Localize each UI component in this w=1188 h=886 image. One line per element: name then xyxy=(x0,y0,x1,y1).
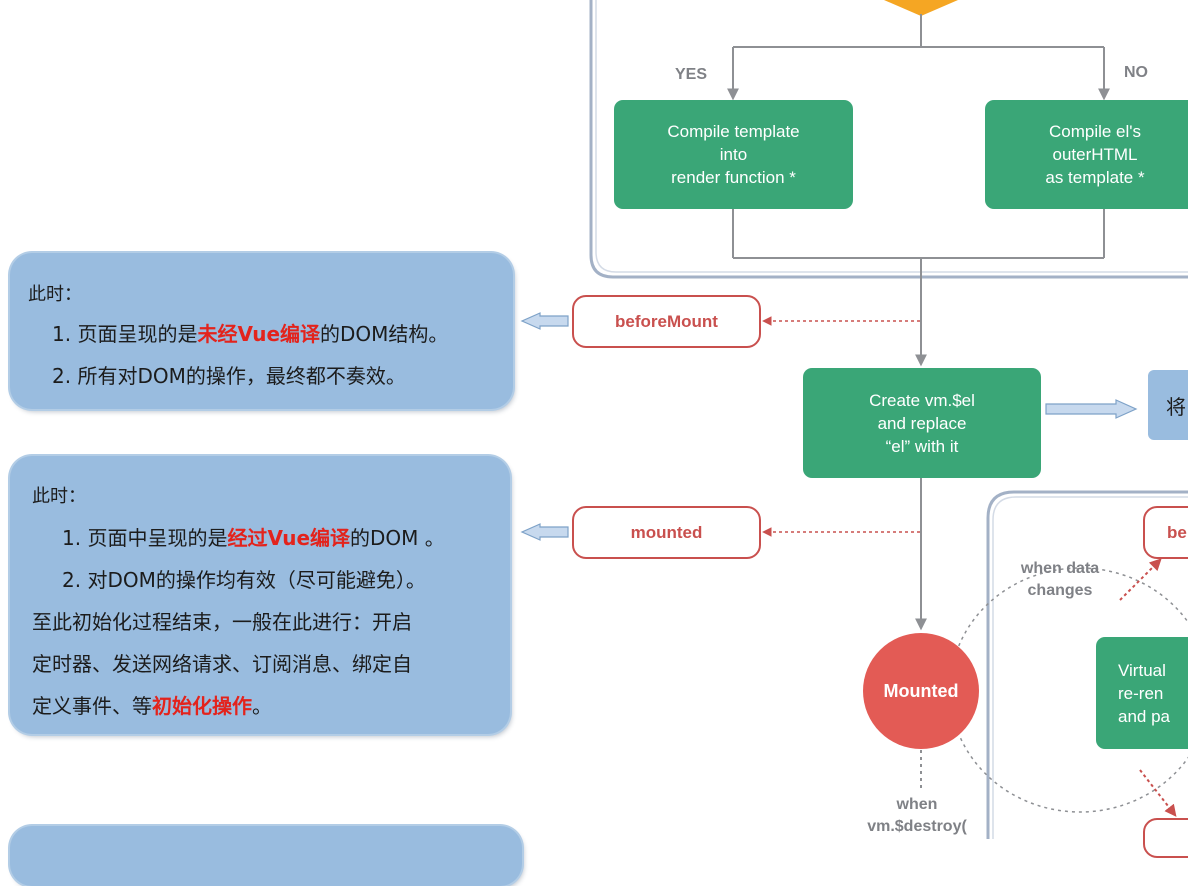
mounted-state-circle: Mounted xyxy=(863,633,979,749)
template-decision-diamond xyxy=(884,0,958,16)
note-line: 1. 页面中呈现的是经过Vue编译的DOM 。 xyxy=(62,522,445,551)
note-line: 1. 页面呈现的是未经Vue编译的DOM结构。 xyxy=(52,318,448,347)
no-label: NO xyxy=(1124,64,1148,81)
note-line-text: 1. 页面中呈现的是 xyxy=(62,526,228,550)
mounted-note-card: 此时： 1. 页面中呈现的是经过Vue编译的DOM 。 2. 对DOM的操作均有… xyxy=(10,456,510,734)
note-heading: 此时： xyxy=(32,486,86,507)
when-data-changes-line: changes xyxy=(1027,582,1093,599)
mounted-hook: mounted xyxy=(572,506,761,559)
virtual-dom-line: Virtual xyxy=(1118,660,1166,680)
note-emphasis: 经过Vue编译 xyxy=(227,526,351,550)
note-line-text: 的DOM结构。 xyxy=(320,322,449,346)
note-line-text: 。 xyxy=(252,694,272,718)
note-heading: 此时： xyxy=(28,284,82,305)
update-cycle-arc xyxy=(949,567,1188,813)
compile-template-line: into xyxy=(719,145,748,164)
before-update-hook: be xyxy=(1143,506,1188,559)
flow-connectors xyxy=(520,0,1188,839)
when-destroy-line: when xyxy=(896,796,938,813)
before-mount-note-card: 此时： 1. 页面呈现的是未经Vue编译的DOM结构。 2. 所有对DOM的操作… xyxy=(10,253,513,409)
note-line: 2. 所有对DOM的操作，最终都不奏效。 xyxy=(52,364,406,388)
compile-el-line: as template * xyxy=(1045,168,1145,187)
yes-label: YES xyxy=(675,66,708,83)
update-cycle-frame xyxy=(986,490,1188,839)
create-el-arrow xyxy=(1045,399,1138,419)
compile-template-line: render function * xyxy=(671,168,796,187)
compile-section-frame xyxy=(589,0,1188,279)
mounted-arrow xyxy=(520,523,569,541)
el-replace-note-box: 将 xyxy=(1148,370,1188,440)
before-mount-hook: beforeMount xyxy=(572,295,761,348)
note-line: 定时器、发送网络请求、订阅消息、绑定自 xyxy=(32,652,412,676)
note-line-text: 定义事件、等 xyxy=(32,694,152,718)
compile-template-box: Compile template into render function * xyxy=(614,100,853,209)
before-mount-arrow xyxy=(520,312,569,330)
when-data-changes-label: when data changes xyxy=(1000,558,1120,602)
create-el-line: “el” with it xyxy=(885,436,959,456)
compile-el-line: outerHTML xyxy=(1052,145,1138,164)
when-destroy-line: vm.$destroy( xyxy=(867,818,967,835)
compile-template-line: Compile template xyxy=(667,122,800,141)
el-replace-note-text: 将 xyxy=(1166,394,1186,419)
compile-el-box: Compile el's outerHTML as template * xyxy=(985,100,1188,209)
create-el-line: Create vm.$el xyxy=(869,390,975,410)
create-el-line: and replace xyxy=(877,413,967,433)
note-emphasis: 初始化操作 xyxy=(152,694,252,718)
create-el-box: Create vm.$el and replace “el” with it xyxy=(803,368,1041,478)
virtual-dom-line: and pa xyxy=(1118,706,1170,726)
bottom-right-hook-partial xyxy=(1143,818,1188,858)
note-line-text: 1. 页面呈现的是 xyxy=(52,322,198,346)
destroy-note-card xyxy=(10,826,522,886)
note-emphasis: 未经Vue编译 xyxy=(197,322,321,346)
virtual-dom-line: re-ren xyxy=(1118,683,1164,703)
virtual-dom-box: Virtual re-ren and pa xyxy=(1096,637,1188,749)
compile-el-line: Compile el's xyxy=(1048,122,1142,141)
note-line: 2. 对DOM的操作均有效（尽可能避免）。 xyxy=(62,568,426,592)
when-data-changes-line: when data xyxy=(1020,560,1100,577)
note-line: 定义事件、等初始化操作。 xyxy=(32,690,272,719)
note-line-text: 的DOM 。 xyxy=(350,526,445,550)
note-line: 至此初始化过程结束，一般在此进行：开启 xyxy=(32,610,412,634)
when-destroy-label: when vm.$destroy( xyxy=(842,794,992,838)
